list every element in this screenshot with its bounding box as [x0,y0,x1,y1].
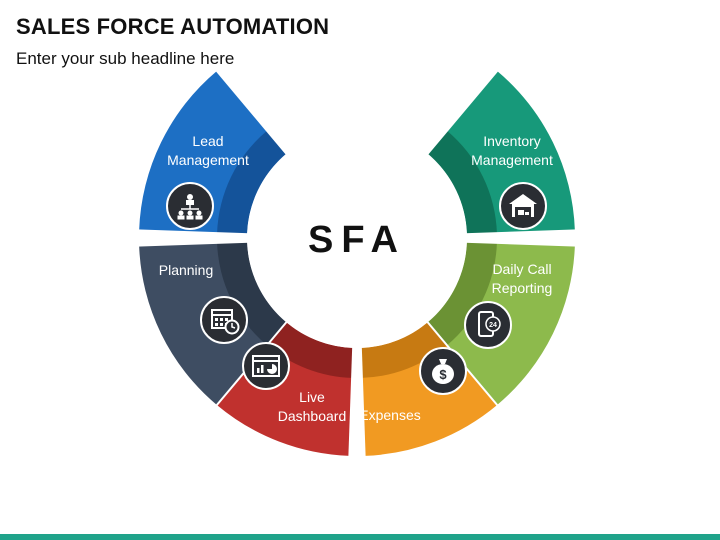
segment-expenses-label-line: Expenses [359,407,420,423]
segment-divider [137,240,250,247]
segment-planning-label: Planning [159,262,214,278]
segment-lead-label-line: Lead [192,133,223,149]
segment-divider [214,68,289,156]
network-people-icon [166,182,214,230]
svg-text:$: $ [439,367,447,382]
segment-divider [137,229,250,236]
segment-lead-label-line: Management [167,152,249,168]
segment-expenses-inner [360,322,447,378]
warehouse-icon [499,182,547,230]
center-circle [247,128,467,348]
phone-24-icon: 24 [464,301,512,349]
segment-divider [464,240,577,247]
segment-planning-label-line: Planning [159,262,214,278]
segment-expenses-label: Expenses [359,407,420,423]
money-bag-icon: $ [419,347,467,395]
segment-dashboard-label-line: Live [299,389,325,405]
segment-lead-inner [217,130,287,235]
segment-daily-label-line: Daily Call [492,261,551,277]
page-title: SALES FORCE AUTOMATION [16,14,330,39]
segment-daily-inner [427,241,497,346]
center-label: SFA [308,219,406,261]
segment-dashboard-label-line: Dashboard [278,408,347,424]
page-subtitle: Enter your sub headline here [16,49,235,68]
segment-divider [464,229,577,236]
segment-daily-label-line: Reporting [492,280,553,296]
segment-divider [348,345,355,458]
calendar-clock-icon [200,296,248,344]
segment-planning-inner [217,241,287,346]
bottom-accent-bar [0,534,720,540]
segment-inventory-label-line: Inventory [483,133,541,149]
segment-inventory-inner [427,130,497,235]
dashboard-chart-icon [242,342,290,390]
segment-dashboard-inner [267,322,354,378]
segment-divider [425,68,500,156]
segment-inventory-label-line: Management [471,152,553,168]
segment-divider [359,345,366,458]
svg-text:24: 24 [489,322,497,329]
